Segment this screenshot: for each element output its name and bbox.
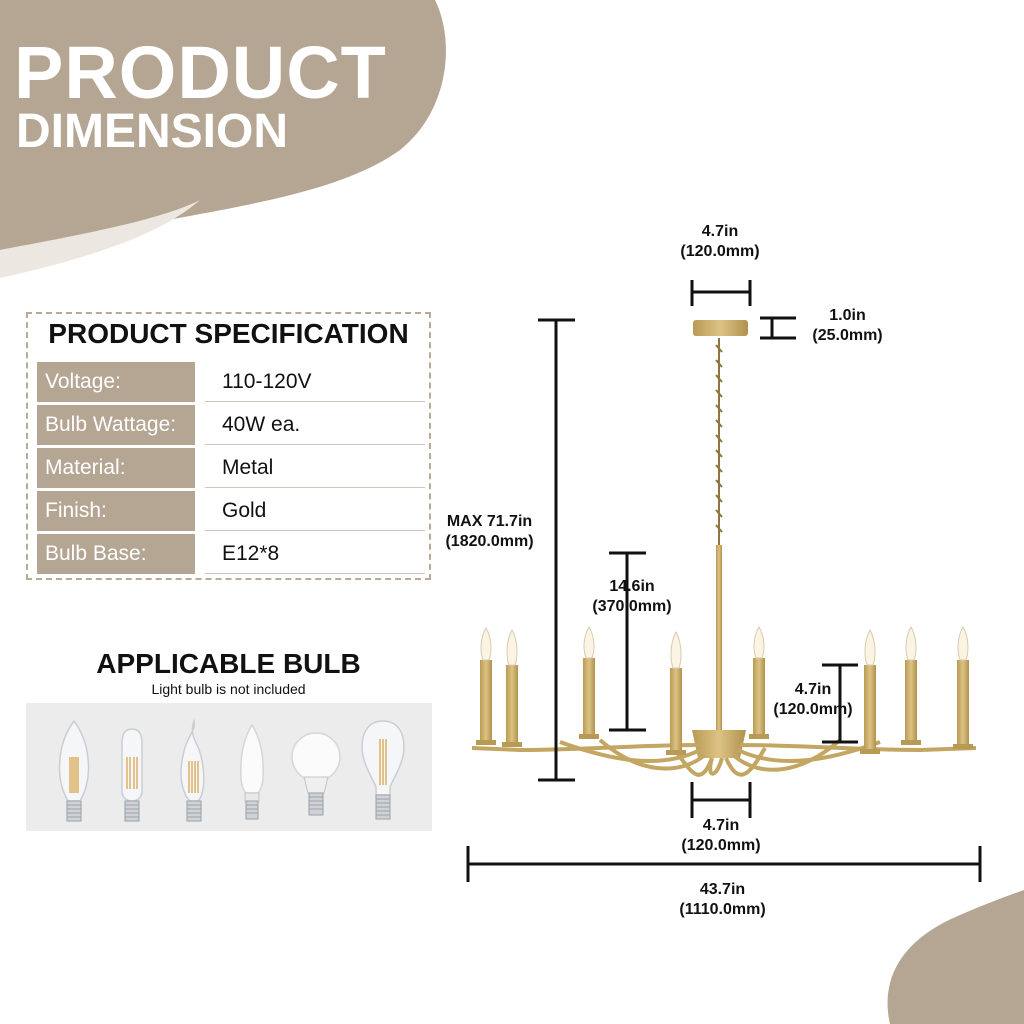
spec-value: Metal (205, 448, 425, 488)
page-title: PRODUCT (14, 31, 387, 114)
spec-value: 110-120V (205, 362, 425, 402)
dimension-label-canopy-height: 1.0in (25.0mm) (800, 306, 895, 346)
spec-value: E12*8 (205, 534, 425, 574)
chandelier (471, 320, 977, 777)
dimension-inches: MAX 71.7in (446, 513, 533, 530)
dimension-mm: (1820.0mm) (445, 533, 534, 550)
dimension-inches: 4.7in (701, 223, 739, 240)
candles (476, 626, 973, 755)
spec-label: Bulb Base: (37, 534, 195, 574)
dimension-inches: 43.7in (699, 881, 746, 898)
dimension-inches: 14.6in (609, 578, 655, 595)
specification-table: PRODUCT SPECIFICATION Voltage: 110-120V … (26, 312, 431, 580)
edison-filament-bulb-icon (361, 720, 405, 820)
dimension-mm: (120.0mm) (773, 701, 853, 718)
page-subtitle: DIMENSION (16, 105, 289, 158)
applicable-bulb-title: APPLICABLE BULB (96, 648, 361, 679)
tubular-filament-bulb-icon (121, 728, 143, 822)
center-rod (716, 545, 722, 730)
dimension-label-total-width: 43.7in (1110.0mm) (660, 880, 785, 920)
dimension-mm: (25.0mm) (812, 327, 883, 344)
canopy (693, 320, 748, 336)
hub (692, 730, 746, 758)
spec-label: Finish: (37, 491, 195, 531)
dimension-lines (466, 280, 982, 882)
led-candle-bulb-icon (240, 723, 264, 820)
dimension-label-canopy-width: 4.7in (120.0mm) (660, 222, 780, 262)
dimension-inches: 4.7in (794, 681, 832, 698)
candle-filament-bulb-icon (58, 719, 90, 822)
dimension-label-hub-width: 4.7in (120.0mm) (663, 816, 779, 856)
spec-row-bulb-base: Bulb Base: E12*8 (37, 534, 425, 574)
chain (715, 338, 723, 545)
dimension-mm: (120.0mm) (680, 243, 760, 260)
bulb-panel (26, 703, 432, 831)
applicable-bulb-note: Light bulb is not included (151, 681, 306, 697)
dimension-inches: 1.0in (829, 307, 866, 324)
specification-title: PRODUCT SPECIFICATION (48, 318, 409, 349)
spec-row-voltage: Voltage: 110-120V (37, 362, 425, 402)
flame-tip-filament-bulb-icon (180, 718, 205, 822)
dimension-label-candle-height: 4.7in (120.0mm) (762, 680, 864, 720)
spec-row-bulb-wattage: Bulb Wattage: 40W ea. (37, 405, 425, 445)
spec-row-finish: Finish: Gold (37, 491, 425, 531)
dimension-label-max-height: MAX 71.7in (1820.0mm) (432, 512, 547, 552)
spec-label: Voltage: (37, 362, 195, 402)
globe-led-bulb-icon (291, 732, 341, 816)
spec-row-material: Material: Metal (37, 448, 425, 488)
dimension-mm: (120.0mm) (681, 837, 761, 854)
spec-value: Gold (205, 491, 425, 531)
dimension-label-body-height: 14.6in (370.0mm) (578, 577, 686, 617)
spec-value: 40W ea. (205, 405, 425, 445)
dimension-mm: (370.0mm) (592, 598, 672, 615)
spec-label: Material: (37, 448, 195, 488)
spec-label: Bulb Wattage: (37, 405, 195, 445)
dimension-mm: (1110.0mm) (679, 901, 766, 918)
dimension-inches: 4.7in (702, 817, 740, 834)
